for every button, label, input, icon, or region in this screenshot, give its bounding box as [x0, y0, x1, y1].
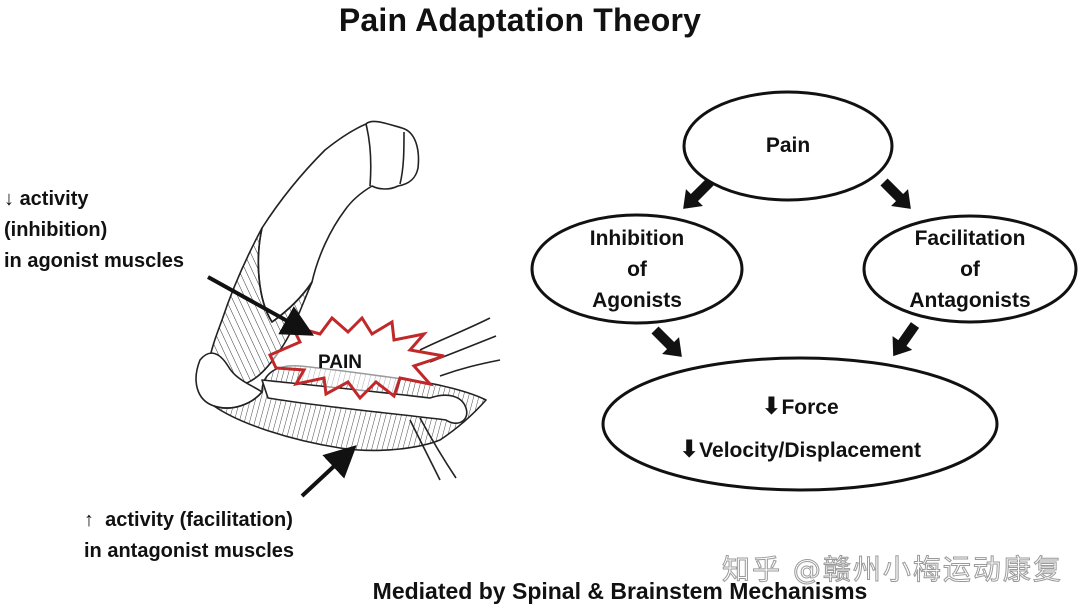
facilitation-node: Facilitation of Antagonists [909, 227, 1031, 312]
inhibition-node: Inhibition of Agonists [589, 227, 685, 312]
agonist-pointer-arrow [207, 275, 314, 336]
velocity-displacement-decrease: ⬇Velocity/Displacement [679, 436, 921, 463]
inhibition-node-shape [530, 213, 744, 325]
footer-caption: Mediated by Spinal & Brainstem Mechanism… [372, 578, 868, 604]
pain-node-shape [682, 90, 894, 202]
arrow-facilitation-to-outcome [892, 322, 920, 357]
raised-forearm [257, 120, 420, 323]
outcome-node: ⬇Force ⬇Velocity/Displacement [603, 386, 997, 472]
antagonist-pointer-arrow [300, 445, 357, 498]
force-decrease: ⬇Force [761, 393, 839, 420]
down-arrow-icon: ↓ [4, 188, 14, 210]
up-arrow-icon: ↑ [84, 509, 94, 531]
down-arrow-icon: ⬇ [679, 436, 700, 463]
arrow-pain-to-facilitation [880, 178, 911, 209]
flow-arrows [651, 178, 920, 357]
outcome-node-shape [601, 356, 999, 492]
antagonist-activity-label: ↑ activity (facilitation) in antagonist … [84, 509, 295, 562]
agonist-activity-label: ↓ activity (inhibition) in agonist muscl… [4, 188, 185, 272]
page-title: Pain Adaptation Theory [338, 2, 702, 38]
watermark: 知乎 @赣州小梅运动康复 [722, 553, 1063, 587]
arm-illustration [195, 120, 501, 481]
arrow-pain-to-inhibition [683, 178, 714, 209]
arrow-inhibition-to-outcome [651, 326, 682, 357]
pain-burst [267, 315, 445, 401]
facilitation-node-shape [862, 214, 1078, 324]
pain-node: Pain [765, 134, 811, 157]
down-arrow-icon: ⬇ [761, 393, 782, 420]
pain-burst-label: PAIN [318, 352, 362, 373]
